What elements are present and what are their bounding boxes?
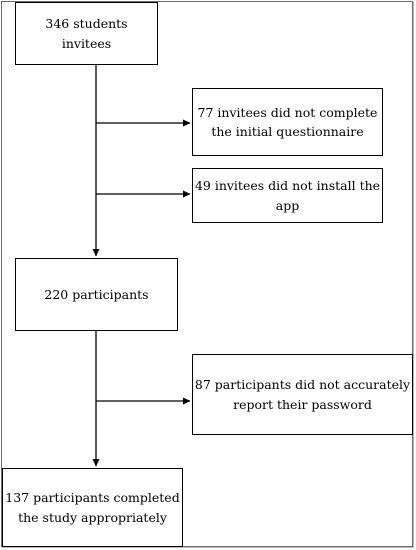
- node-participants-text: 220 participants: [44, 286, 149, 302]
- node-invitees: 346 students invitees: [15, 2, 158, 65]
- node-no-install: 49 invitees did not install the app: [192, 168, 383, 223]
- node-participants: 220 participants: [15, 258, 178, 331]
- node-no-install-text: 49 invitees did not install the app: [194, 178, 381, 213]
- node-invitees-text: 346 students invitees: [45, 16, 128, 51]
- node-no-password-text: 87 participants did not accurately repor…: [194, 377, 411, 412]
- node-no-questionnaire: 77 invitees did not complete the initial…: [192, 88, 383, 156]
- node-completed-text: 137 participants completed the study app…: [5, 490, 180, 525]
- node-no-questionnaire-text: 77 invitees did not complete the initial…: [197, 104, 378, 139]
- node-no-password: 87 participants did not accurately repor…: [192, 354, 413, 435]
- node-completed: 137 participants completed the study app…: [2, 468, 183, 547]
